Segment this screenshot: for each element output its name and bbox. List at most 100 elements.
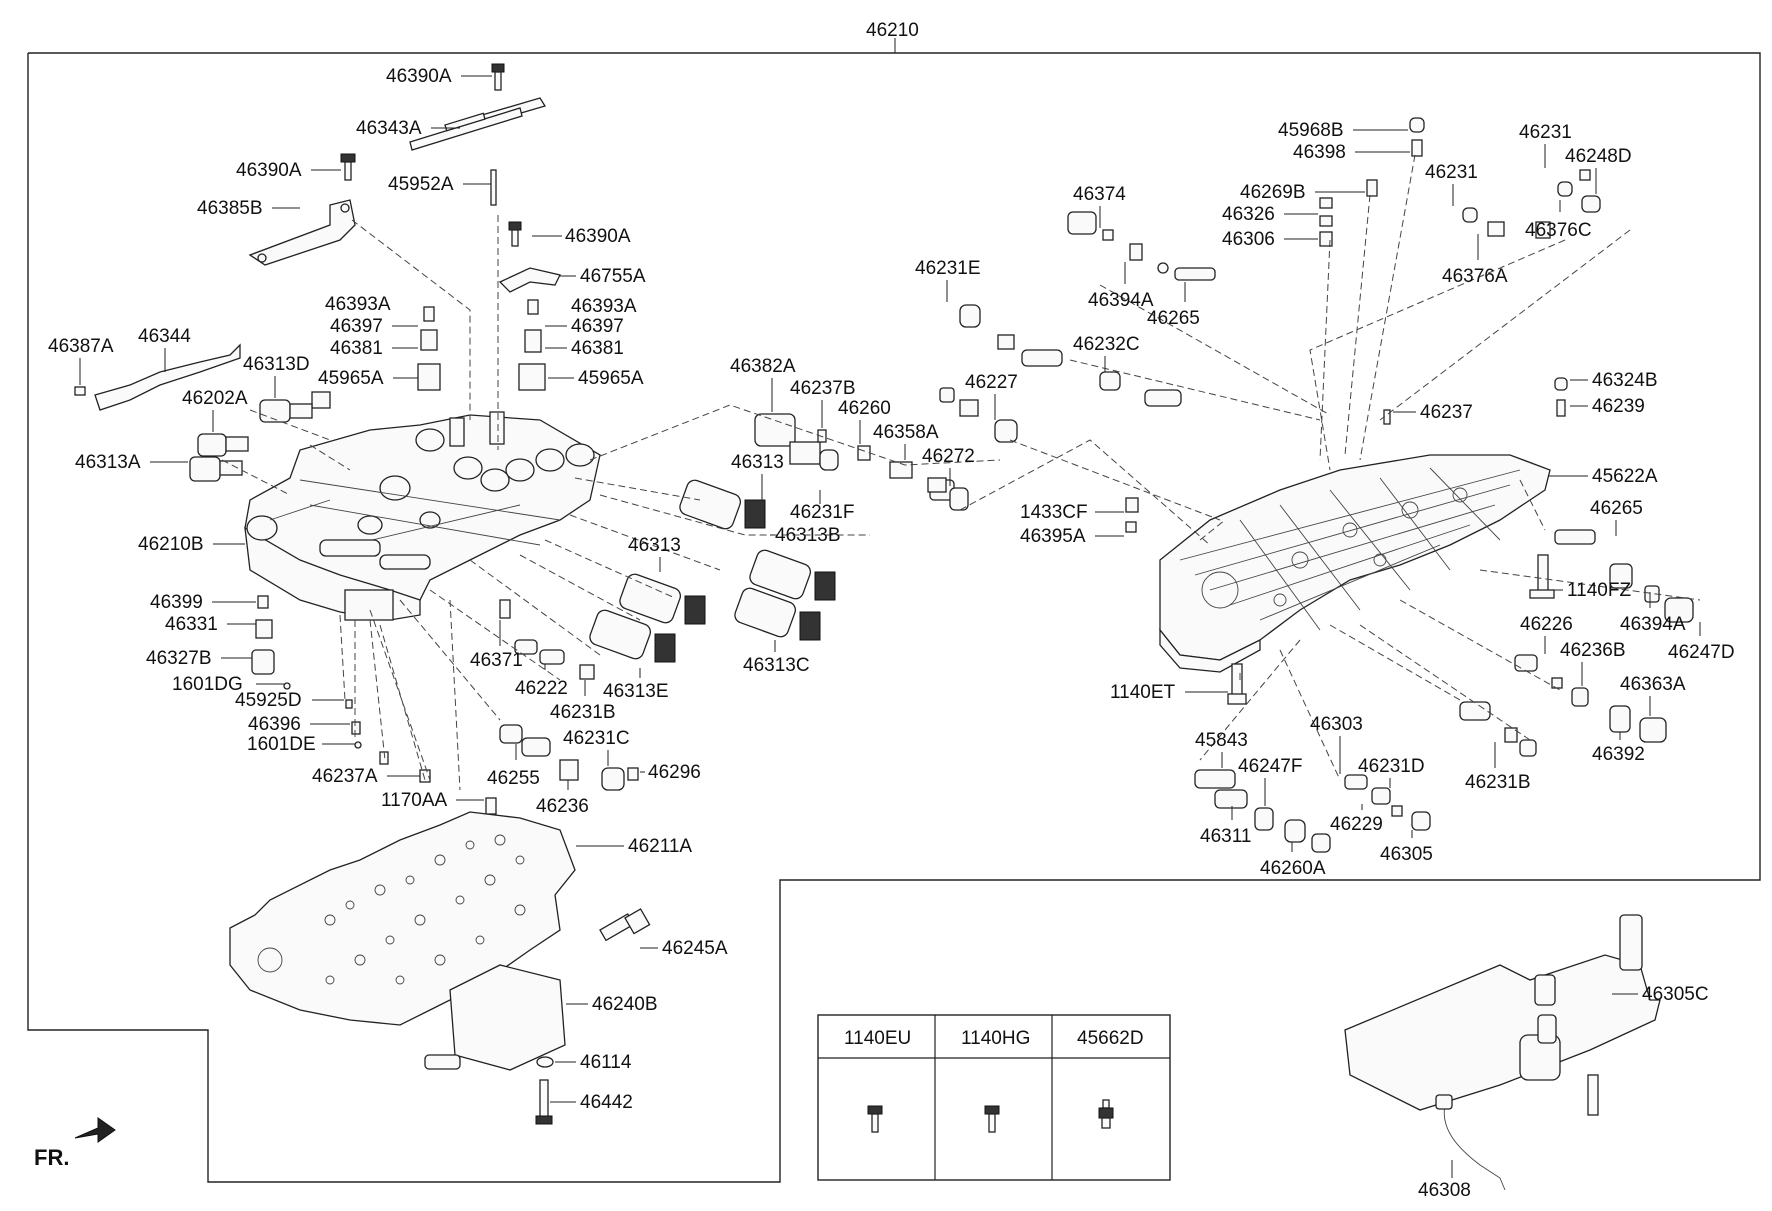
callout-46374: 46374: [1073, 184, 1126, 205]
bracket-46385b: [248, 199, 356, 266]
callout-46376a: 46376A: [1442, 266, 1508, 287]
callout-46313a: 46313A: [75, 452, 141, 473]
callout-46303: 46303: [1310, 714, 1363, 735]
callout-46211a: 46211A: [628, 836, 692, 857]
callout-46306: 46306: [1222, 229, 1275, 250]
harness-bracket-46344: [74, 343, 241, 411]
callout-46387a: 46387A: [48, 336, 114, 357]
callout-1601dg: 1601DG: [172, 674, 243, 695]
lower-valve-body-45622a: [1159, 454, 1551, 673]
callout-1433cf: 1433CF: [1020, 502, 1088, 523]
callout-46313c: 46313C: [743, 655, 810, 676]
callout-46236: 46236: [536, 796, 589, 817]
callout-46381-1: 46381: [330, 338, 383, 359]
callout-1170aa: 1170AA: [381, 790, 448, 811]
callout-46114: 46114: [580, 1052, 632, 1073]
bolt-1140eu-icon: [867, 1105, 883, 1133]
valve-parts-right-upper: [927, 211, 1216, 533]
callout-46397-2: 46397: [571, 316, 624, 337]
callout-46265-1: 46265: [1147, 308, 1200, 329]
callout-45965a-1: 45965A: [318, 368, 384, 389]
callout-46239: 46239: [1592, 396, 1645, 417]
spring-stack-right: [518, 299, 546, 391]
callout-46442: 46442: [580, 1092, 633, 1113]
callout-46247f: 46247F: [1238, 756, 1302, 777]
bracket-46755a: [498, 267, 561, 293]
callout-45843: 45843: [1195, 730, 1248, 751]
callout-46210: 46210: [866, 20, 919, 41]
solenoid-46313b: [749, 549, 836, 601]
callout-46308: 46308: [1418, 1180, 1471, 1201]
callout-46232c: 46232C: [1073, 334, 1140, 355]
callout-46202a: 46202A: [182, 388, 248, 409]
callout-46313e: 46313E: [603, 681, 669, 702]
callout-46755a: 46755A: [580, 266, 646, 287]
callout-46327b: 46327B: [146, 648, 212, 669]
callout-46272: 46272: [922, 446, 975, 467]
callout-46265-2: 46265: [1590, 498, 1643, 519]
callout-1140et: 1140ET: [1110, 682, 1176, 703]
callout-46237a: 46237A: [312, 766, 378, 787]
callout-46237b: 46237B: [790, 378, 856, 399]
bolt-46390a-mid: [340, 153, 356, 181]
callout-46390a-1: 46390A: [386, 66, 452, 87]
small-parts-left: [251, 595, 497, 815]
callout-46231f: 46231F: [790, 502, 854, 523]
solenoid-46313d: [259, 399, 313, 423]
valve-body-46240b: [424, 964, 566, 1071]
assembly-frame: [27, 38, 1761, 1183]
solenoid-46313: [679, 479, 766, 530]
callout-46247d: 46247D: [1668, 642, 1735, 663]
bolt-table-header-2: 1140HG: [961, 1028, 1030, 1049]
bolt-table-header-3: 45662D: [1077, 1028, 1144, 1049]
callout-46229: 46229: [1330, 814, 1383, 835]
callout-46390a-3: 46390A: [565, 226, 631, 247]
callout-46376c: 46376C: [1525, 220, 1592, 241]
stud-45662d-icon: [1098, 1099, 1114, 1129]
callout-46363a: 46363A: [1620, 674, 1686, 695]
callout-46398: 46398: [1293, 142, 1346, 163]
callout-46269b: 46269B: [1240, 182, 1306, 203]
valve-parts-right-top: [1319, 117, 1601, 425]
solenoid-46313c: [734, 587, 821, 641]
callout-46343a: 46343A: [356, 118, 422, 139]
callout-46245a: 46245A: [662, 938, 728, 959]
plate-46343a: [409, 97, 547, 151]
bolt-46390a-top: [491, 63, 505, 91]
callout-45925d: 45925D: [235, 690, 302, 711]
solenoid-46202a: [197, 433, 249, 457]
callout-46381-2: 46381: [571, 338, 624, 359]
spring-stack-left: [311, 306, 441, 409]
valve-46245a: [599, 908, 651, 942]
callout-46399: 46399: [150, 592, 203, 613]
callout-46260: 46260: [838, 398, 891, 419]
callout-46231c: 46231C: [563, 728, 630, 749]
callout-46324b: 46324B: [1592, 370, 1658, 391]
callout-46394a-1: 46394A: [1088, 290, 1154, 311]
callout-46396: 46396: [248, 714, 301, 735]
callout-46231e: 46231E: [915, 258, 981, 279]
valve-parts-center: [499, 429, 955, 791]
callout-46305: 46305: [1380, 844, 1433, 865]
callout-46255: 46255: [487, 768, 540, 789]
washer-46114: [536, 1056, 554, 1068]
callout-45968b: 45968B: [1278, 120, 1344, 141]
callout-46371: 46371: [470, 650, 523, 671]
bolt-table-header-1: 1140EU: [844, 1028, 911, 1049]
callout-46326: 46326: [1222, 204, 1275, 225]
callout-46313b: 46313B: [775, 525, 841, 546]
callout-labels: 46390A 46343A 46390A 46385B 45952A 46390…: [48, 66, 1735, 1201]
callout-46231b-2: 46231B: [1465, 772, 1531, 793]
callout-46231-2: 46231: [1519, 122, 1572, 143]
callout-46227: 46227: [965, 372, 1018, 393]
front-label: FR.: [34, 1145, 69, 1170]
callout-46240b: 46240B: [592, 994, 658, 1015]
callout-46331: 46331: [165, 614, 218, 635]
solenoid-46313-mid: [619, 573, 706, 625]
bolt-46442: [535, 1079, 553, 1125]
callout-46231b: 46231B: [550, 702, 616, 723]
callout-46344: 46344: [138, 326, 191, 347]
callout-46397-1: 46397: [330, 316, 383, 337]
callout-46390a-2: 46390A: [236, 160, 302, 181]
